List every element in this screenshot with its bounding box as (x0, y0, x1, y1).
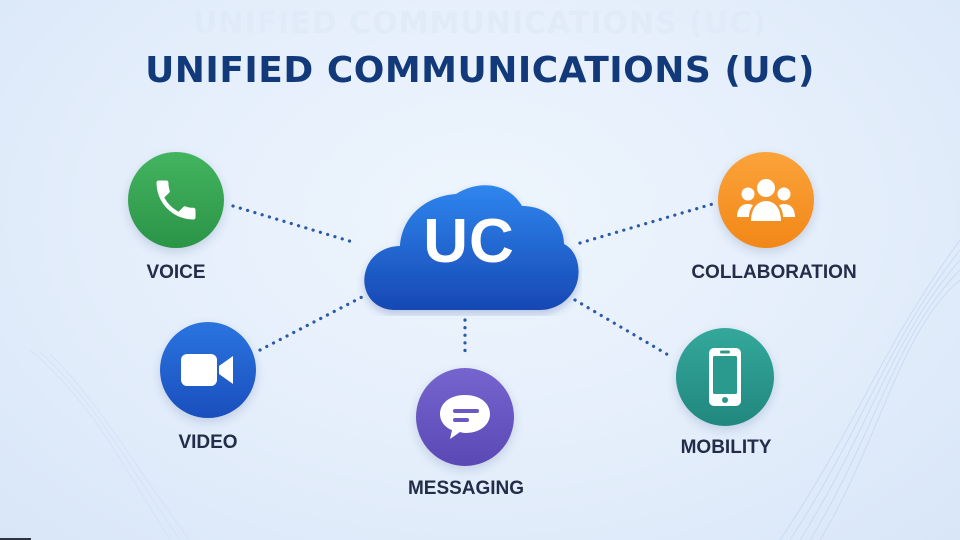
page-title: UNIFIED COMMUNICATIONS (UC) (145, 50, 815, 91)
label-video: VIDEO (178, 432, 238, 453)
background-watermark: UNIFIED COMMUNICATIONS (UC) (193, 6, 767, 41)
video-circle (160, 322, 256, 418)
hub-label: UC (423, 207, 515, 276)
label-messaging: MESSAGING (407, 478, 525, 499)
video-camera-icon (181, 354, 233, 386)
label-voice: VOICE (146, 262, 206, 283)
node-mobility (676, 328, 774, 426)
background-wave-left (29, 349, 191, 540)
label-collaboration: COLLABORATION (691, 262, 857, 283)
corner-bar (0, 538, 31, 540)
voice-circle (128, 152, 224, 248)
connector-voice (231, 204, 358, 245)
node-video (160, 322, 256, 418)
node-voice (128, 152, 224, 248)
phone-icon (156, 180, 196, 220)
people-group-icon (737, 179, 795, 221)
background-wave-right (779, 239, 960, 540)
smartphone-icon (709, 348, 741, 406)
cloud-icon (364, 185, 579, 310)
connector-mobility (573, 298, 672, 358)
node-collaboration (718, 152, 814, 248)
collaboration-circle (718, 152, 814, 248)
connector-video (258, 295, 364, 352)
connector-collaboration (578, 201, 718, 245)
mobility-circle (676, 328, 774, 426)
chat-bubble-icon (440, 395, 490, 439)
node-messaging (416, 368, 514, 466)
label-mobility: MOBILITY (680, 437, 772, 458)
messaging-circle (416, 368, 514, 466)
